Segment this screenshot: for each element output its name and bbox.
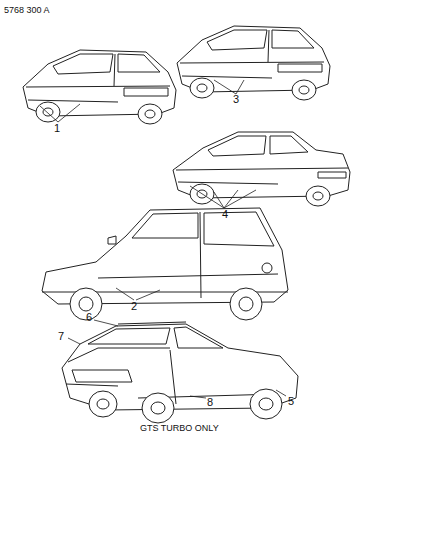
callout-number: 1: [54, 123, 60, 134]
callout-number: 7: [58, 331, 64, 342]
callout-number: 5: [288, 396, 294, 407]
callout-number: 8: [207, 397, 213, 408]
callout-number: 2: [131, 301, 137, 312]
part-number: 5768 300 A: [4, 6, 50, 15]
note: GTS TURBO ONLY: [140, 424, 219, 433]
callout-number: 6: [86, 312, 92, 323]
callout-number: 3: [233, 94, 239, 105]
callout-number: 4: [222, 209, 228, 220]
